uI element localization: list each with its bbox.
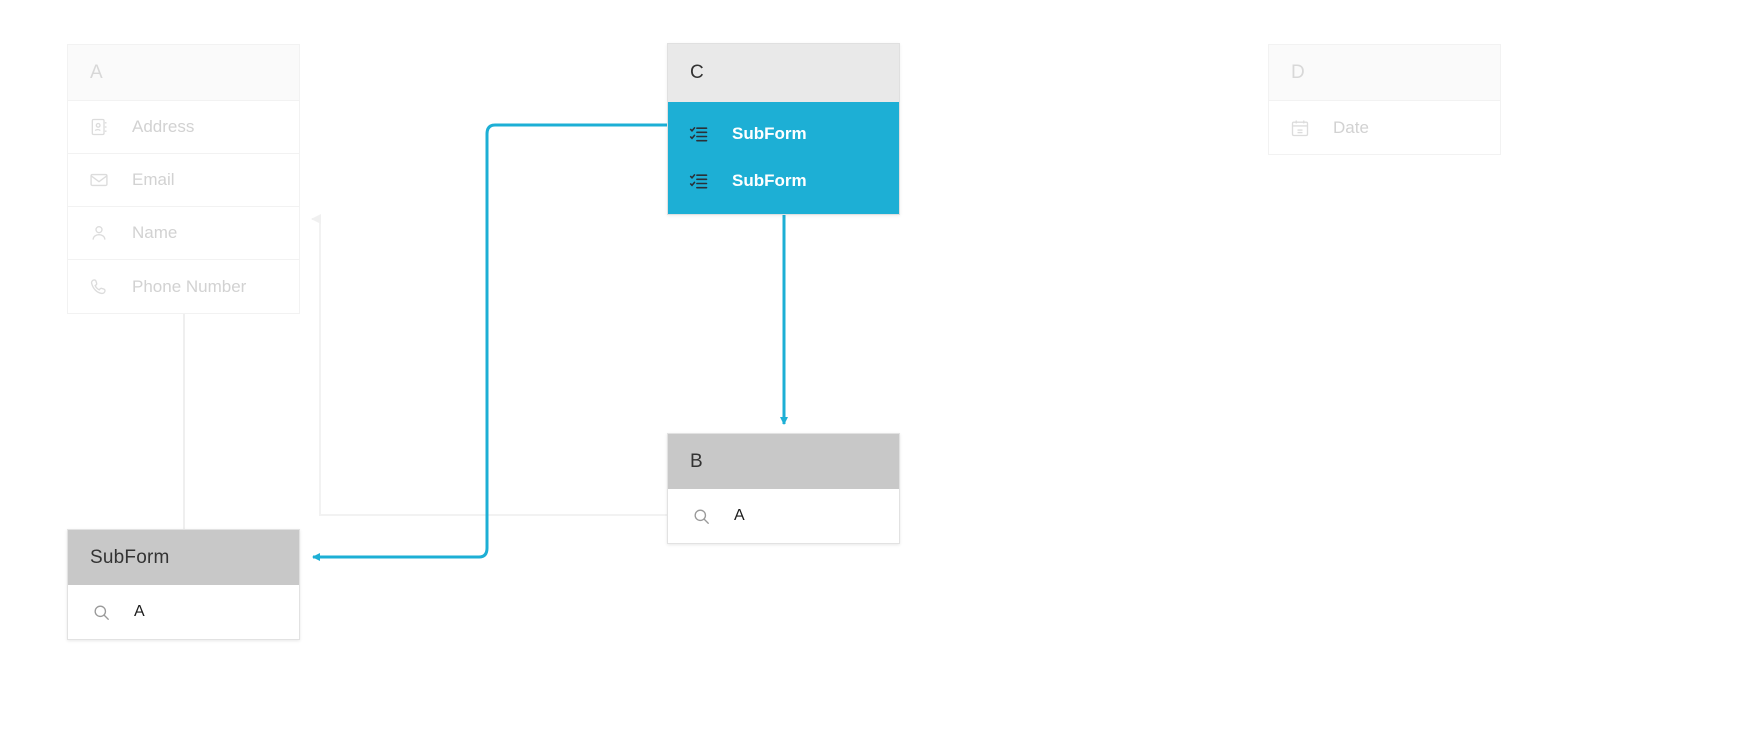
card-d-title: D — [1291, 61, 1305, 83]
card-subform-header: SubForm — [68, 530, 299, 585]
field-label: Address — [132, 117, 195, 136]
card-c-title: C — [690, 62, 704, 83]
form-card-subform[interactable]: SubForm A — [67, 529, 300, 640]
field-label: Phone Number — [132, 276, 247, 296]
card-b-header: B — [668, 434, 899, 489]
connector-c-to-subform-card — [312, 123, 667, 561]
checklist-icon — [688, 123, 710, 145]
field-row-email[interactable]: Email — [68, 154, 299, 207]
card-c-header: C — [668, 44, 899, 102]
field-label: SubForm — [732, 170, 807, 190]
person-icon — [88, 222, 110, 244]
form-card-a[interactable]: A Address — [67, 44, 300, 314]
connector-card-b-to-card-a-name — [311, 214, 667, 516]
search-icon — [90, 601, 112, 623]
card-a-title: A — [90, 61, 103, 83]
form-card-d[interactable]: D Date — [1268, 44, 1501, 155]
field-row-lookup-a[interactable]: A — [68, 585, 299, 639]
phone-icon — [88, 276, 110, 298]
address-book-icon — [88, 116, 110, 138]
card-d-fields: Date — [1269, 101, 1500, 154]
field-label: Date — [1333, 117, 1369, 137]
card-a-fields: Address Email Name — [68, 101, 299, 313]
card-c-fields: SubForm SubForm — [668, 102, 899, 214]
field-row-date[interactable]: Date — [1269, 101, 1500, 154]
envelope-icon — [88, 169, 110, 191]
field-row-name[interactable]: Name — [68, 207, 299, 260]
form-card-b[interactable]: B A — [667, 433, 900, 544]
field-row-address[interactable]: Address — [68, 101, 299, 154]
field-label: Email — [132, 170, 175, 189]
field-label: Name — [132, 223, 178, 242]
field-label: A — [134, 603, 145, 620]
field-row-subform-1[interactable]: SubForm — [668, 110, 899, 157]
calendar-icon — [1289, 117, 1311, 139]
card-d-header: D — [1269, 45, 1500, 101]
field-row-phone-number[interactable]: Phone Number — [68, 260, 299, 313]
field-label: A — [734, 507, 745, 524]
field-label: SubForm — [732, 123, 807, 143]
checklist-icon — [688, 170, 710, 192]
field-row-subform-2[interactable]: SubForm — [668, 157, 899, 204]
card-subform-title: SubForm — [90, 546, 170, 568]
card-b-fields: A — [668, 489, 899, 543]
search-icon — [690, 505, 712, 527]
form-card-c[interactable]: C SubForm — [667, 43, 900, 215]
card-subform-fields: A — [68, 585, 299, 639]
field-row-lookup-a[interactable]: A — [668, 489, 899, 543]
card-b-title: B — [690, 450, 703, 472]
card-a-header: A — [68, 45, 299, 101]
